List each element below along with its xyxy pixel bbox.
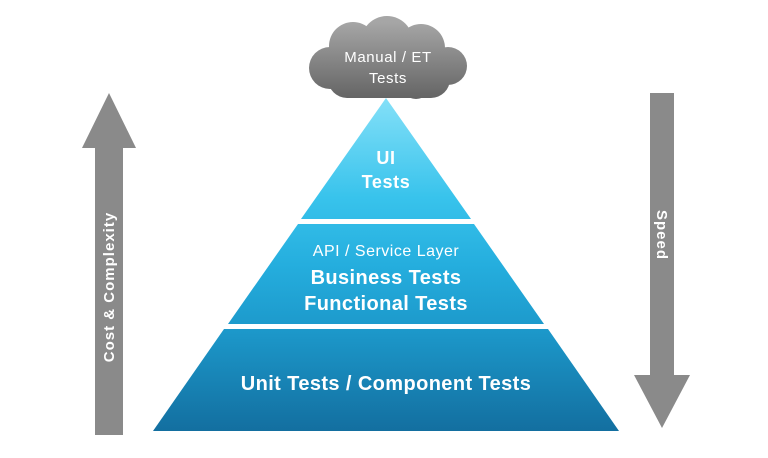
speed-arrow-down-icon	[634, 93, 690, 428]
tier-service-label-business: Business Tests	[311, 267, 462, 289]
tier-ui-label-line1: UI	[376, 148, 395, 168]
tier-service-label-functional: Functional Tests	[304, 293, 468, 315]
cloud-shape	[309, 16, 467, 99]
cost-complexity-label: Cost & Complexity	[101, 212, 118, 362]
tier-service-label-layer: API / Service Layer	[313, 243, 460, 260]
tier-ui-label-line2: Tests	[362, 172, 411, 192]
pyramid-tier-ui	[301, 98, 471, 219]
cost-complexity-arrow-up-icon	[82, 93, 136, 435]
pyramid-tier-unit	[153, 329, 619, 431]
pyramid-tier-service	[228, 224, 544, 324]
cloud-label-line2: Tests	[369, 70, 407, 87]
tier-unit-label: Unit Tests / Component Tests	[241, 373, 531, 395]
cloud-label-line1: Manual / ET	[344, 49, 431, 66]
speed-label: Speed	[653, 210, 670, 260]
